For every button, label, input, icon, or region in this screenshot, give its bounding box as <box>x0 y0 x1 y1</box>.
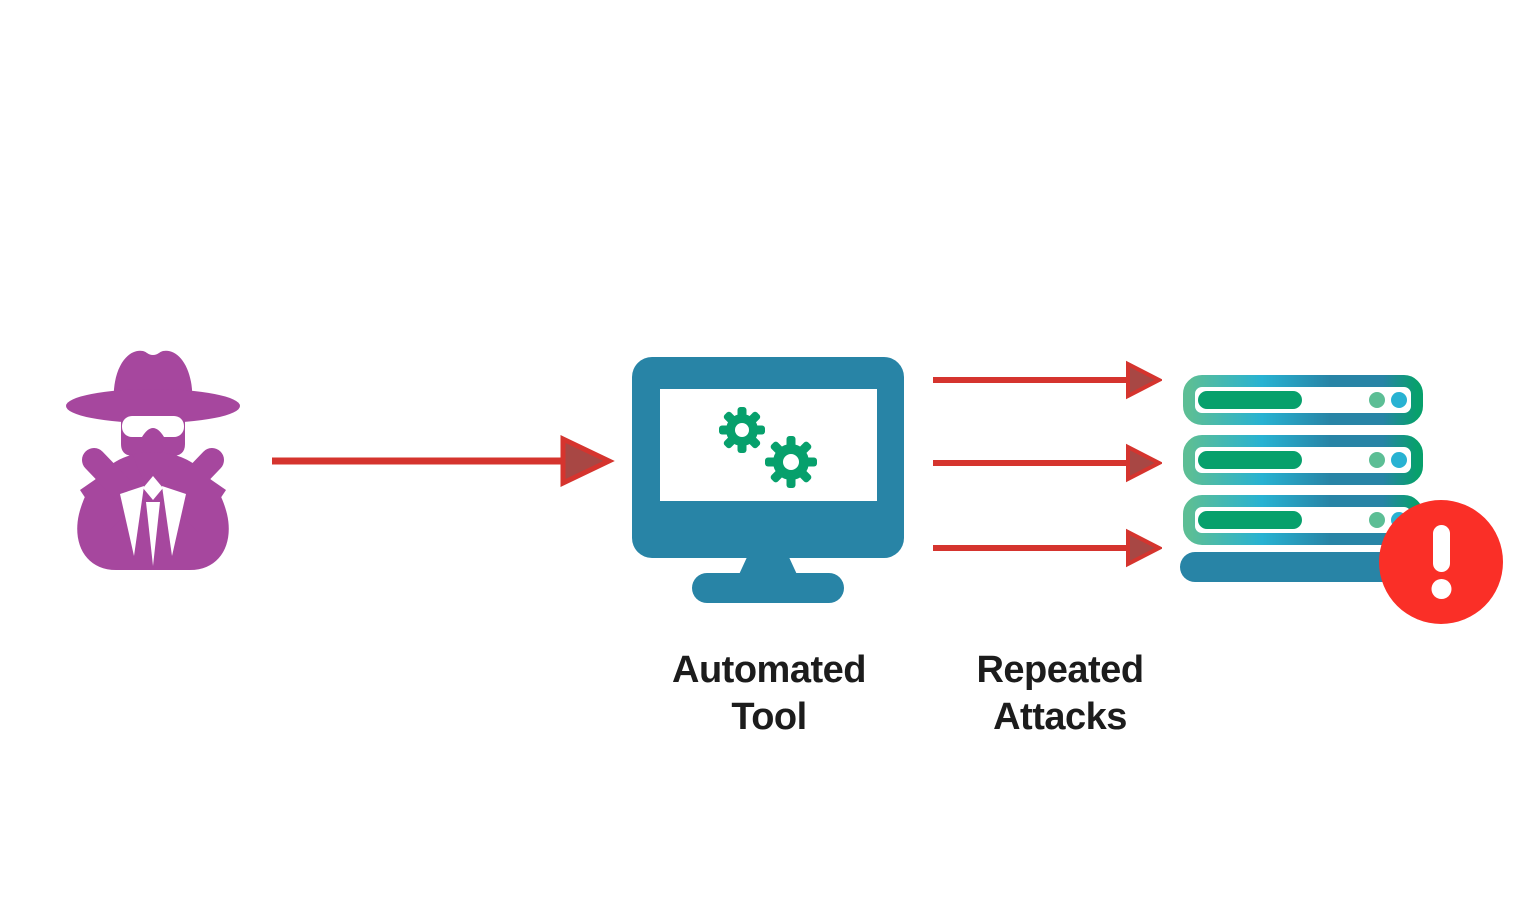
repeated-attacks-label-line2: Attacks <box>993 696 1127 738</box>
arrowhead-icon <box>560 435 615 487</box>
spy-tie <box>146 502 160 566</box>
server-row <box>1183 435 1423 485</box>
status-led-icon <box>1369 392 1385 408</box>
server-base-bar <box>1180 552 1408 582</box>
attacker-to-tool-arrow <box>270 430 620 492</box>
monitor-screen <box>660 389 877 501</box>
repeated-attack-arrow-3 <box>930 526 1162 570</box>
gear-icon <box>719 407 765 453</box>
server-stack-icon <box>1180 375 1430 587</box>
status-led-icon <box>1369 512 1385 528</box>
spy-nose <box>142 428 164 437</box>
repeated-attack-arrow-1 <box>930 358 1162 402</box>
automated-tool-label-line1: Automated <box>672 649 866 691</box>
arrowhead-icon <box>1126 360 1162 400</box>
server-row <box>1183 375 1423 425</box>
server-drive-bar <box>1198 391 1302 409</box>
repeated-attacks-label-line1: Repeated <box>976 649 1144 691</box>
status-led-icon <box>1391 452 1407 468</box>
arrowhead-icon <box>1126 443 1162 483</box>
spy-lapel-left <box>120 486 144 556</box>
repeated-attack-arrow-2 <box>930 441 1162 485</box>
spy-tie-knot <box>143 476 163 500</box>
spy-sunglasses-icon <box>122 416 184 437</box>
server-drive-bar <box>1198 511 1302 529</box>
spy-lapel-right <box>162 486 186 556</box>
status-led-icon <box>1369 452 1385 468</box>
gear-icon <box>765 436 817 488</box>
monitor-base <box>692 573 844 603</box>
status-led-icon <box>1391 392 1407 408</box>
server-drive-bar <box>1198 451 1302 469</box>
repeated-attacks-label: Repeated Attacks <box>910 647 1210 741</box>
automated-tool-label: Automated Tool <box>619 647 919 741</box>
alert-exclamation-icon <box>1379 500 1504 625</box>
attacker-spy-icon <box>48 342 258 578</box>
arrowhead-icon <box>1126 528 1162 568</box>
automated-tool-label-line2: Tool <box>731 696 807 738</box>
automated-tool-icon <box>632 357 904 604</box>
